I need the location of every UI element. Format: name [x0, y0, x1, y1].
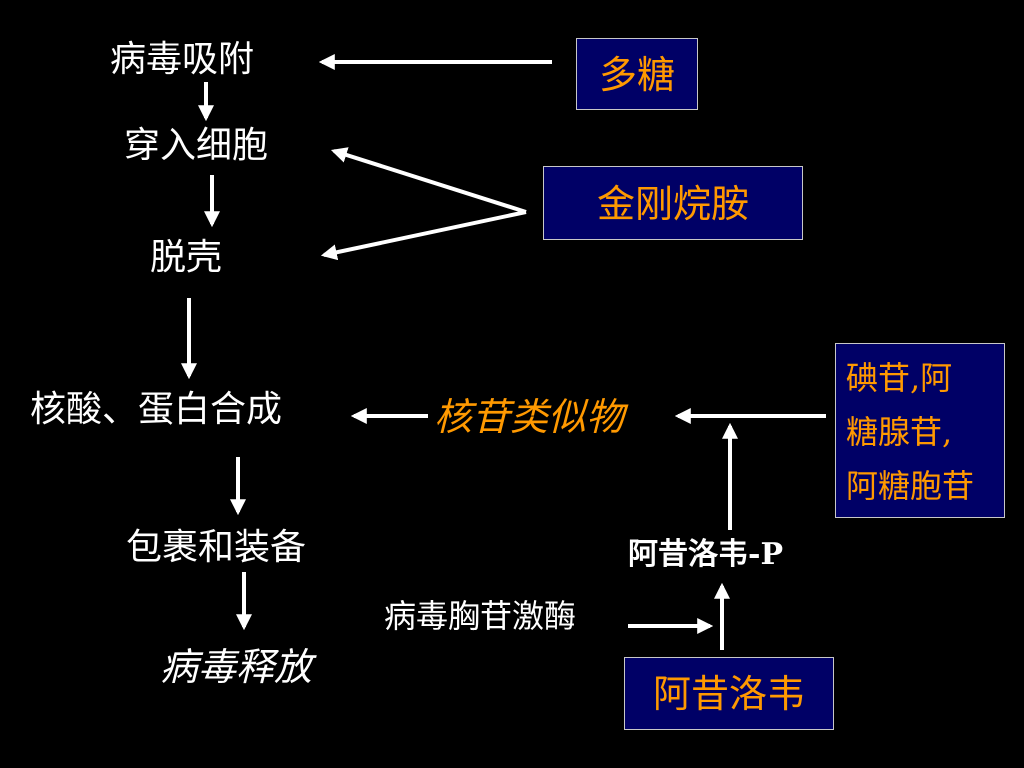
viral-tk-label: 病毒胸苷激酶 [384, 597, 577, 635]
drug-amantadine: 金刚烷胺 [596, 182, 749, 226]
step-synthesis: 核酸、蛋白合成 [30, 389, 283, 430]
step-assembly: 包裹和装备 [126, 527, 307, 568]
drug-box-acyclovir: 阿昔洛韦 [624, 657, 834, 730]
nucleoside-analogs-label: 核苷类似物 [434, 395, 625, 439]
acyclovir-p-label: 阿昔洛韦-P [628, 537, 784, 572]
step-uncoating: 脱壳 [150, 237, 223, 278]
drug-box-amantadine: 金刚烷胺 [543, 166, 803, 240]
drug-box-polysaccharide: 多糖 [576, 38, 698, 110]
drug-nucleoside-line2: 糖腺苷, [846, 413, 953, 451]
step-penetration: 穿入细胞 [124, 125, 269, 166]
drug-box-nucleosides: 碘苷,阿 糖腺苷, 阿糖胞苷 [835, 343, 1005, 518]
step-release: 病毒释放 [160, 645, 313, 689]
step-adsorption: 病毒吸附 [110, 39, 255, 80]
drug-nucleoside-line1: 碘苷,阿 [846, 359, 953, 397]
drug-nucleoside-line3: 阿糖胞苷 [846, 467, 975, 505]
arrow-amantadine-to-uncoating [320, 210, 527, 261]
arrow-amantadine-to-penetration [330, 147, 527, 214]
drug-acyclovir: 阿昔洛韦 [652, 672, 805, 716]
drug-polysaccharide: 多糖 [598, 53, 675, 97]
